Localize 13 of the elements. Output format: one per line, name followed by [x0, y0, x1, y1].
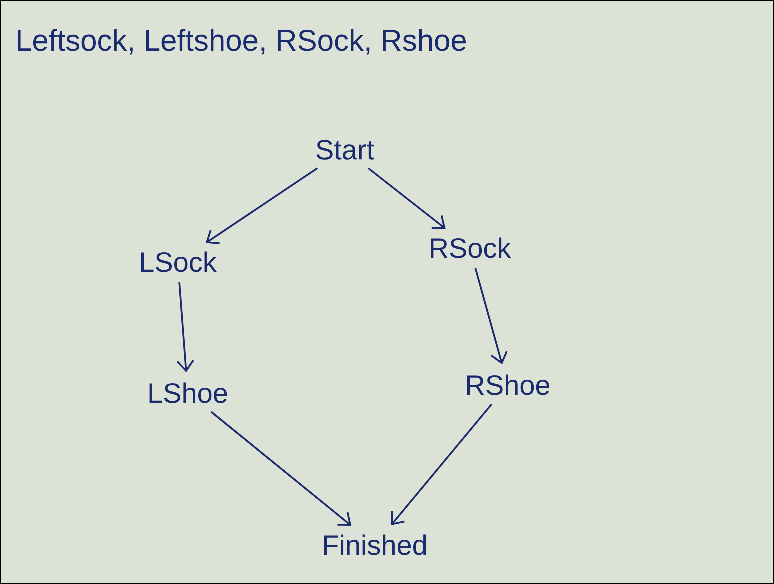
- node-label: RSock: [431, 238, 512, 258]
- node-label: Finished: [324, 534, 426, 556]
- arrow: [206, 168, 318, 244]
- arrow: [474, 268, 508, 365]
- node-label: Start: [316, 140, 374, 160]
- node-label: RShoe: [468, 374, 550, 396]
- arrow: [210, 411, 352, 526]
- arrow: [368, 168, 446, 230]
- title: Leftsock, Leftshoe, RSock, Rshoe: [18, 29, 466, 55]
- arrow: [391, 404, 492, 526]
- node-label: LShoe: [150, 382, 228, 404]
- arrow: [176, 282, 194, 373]
- node-label: LSock: [141, 252, 217, 272]
